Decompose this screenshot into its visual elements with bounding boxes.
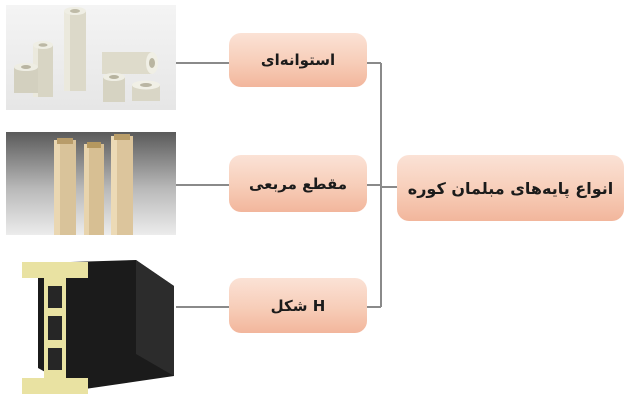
cylindrical-posts-photo [6, 5, 176, 110]
category-box-square-section: مقطع مربعی [229, 155, 367, 212]
main-title-box: انواع پایه‌های مبلمان کوره [397, 155, 624, 221]
category-label-cylindrical: استوانه‌ای [260, 51, 336, 69]
category-label-square-section: مقطع مربعی [248, 174, 348, 193]
category-label-h-shaped: H شکل [270, 296, 326, 315]
square-section-posts-photo [6, 132, 176, 235]
main-title: انواع پایه‌های مبلمان کوره [407, 178, 614, 198]
category-box-h-shaped: H شکل [229, 278, 367, 333]
h-shaped-beam-photo [18, 258, 176, 398]
category-box-cylindrical: استوانه‌ای [229, 33, 367, 87]
